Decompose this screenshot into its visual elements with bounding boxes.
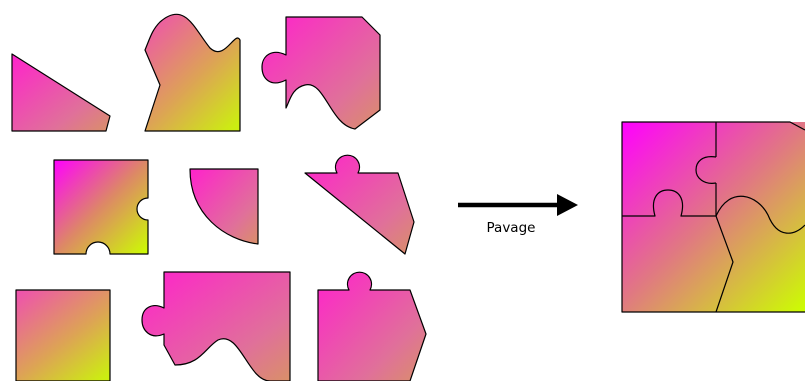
tiling-seam-lower bbox=[715, 215, 734, 313]
puzzle-piece-slanted bbox=[304, 154, 415, 255]
puzzle-piece-wave-bottom bbox=[141, 271, 291, 382]
puzzle-piece-pentagon-tab bbox=[317, 271, 427, 382]
arrow-label: Pavage bbox=[487, 220, 536, 236]
puzzle-piece-tabbed bbox=[261, 16, 381, 130]
arrow-head bbox=[557, 194, 578, 216]
tiling-seam-horizontal bbox=[622, 189, 716, 217]
tiling-background bbox=[622, 122, 805, 312]
puzzle-piece-triangle bbox=[11, 53, 111, 132]
tiling-outline bbox=[621, 121, 805, 313]
assembled-tiling bbox=[621, 121, 805, 313]
puzzle-piece-rectangle bbox=[15, 289, 111, 382]
puzzle-piece-quarter-disc bbox=[189, 168, 259, 245]
puzzle-piece-square-holes bbox=[53, 159, 149, 255]
puzzle-piece-wavy-top bbox=[144, 13, 241, 132]
tiling-tab-middle-right bbox=[695, 156, 717, 184]
tiling-wave-seam bbox=[715, 195, 805, 234]
